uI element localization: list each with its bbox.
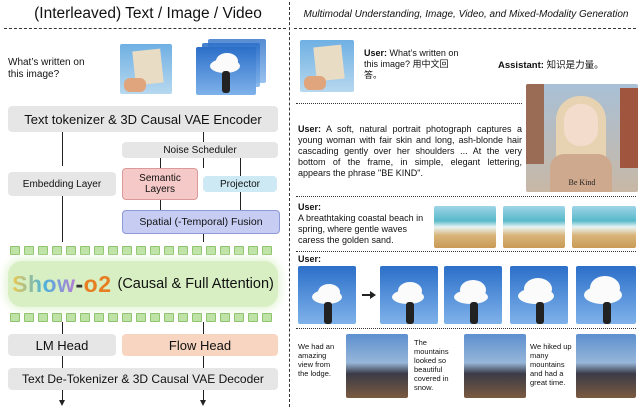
story-text-1: We had an amazing view from the lodge. bbox=[298, 342, 335, 378]
video-output-frame bbox=[510, 266, 568, 324]
beach-prompt: User: A breathtaking coastal beach in sp… bbox=[298, 202, 432, 246]
model-attention-text: (Causal & Full Attention) bbox=[117, 276, 274, 292]
model-name-o2: o2 bbox=[83, 270, 112, 297]
video-output-frame bbox=[380, 266, 438, 324]
generated-beach-image bbox=[434, 206, 496, 248]
left-title-divider bbox=[4, 28, 286, 29]
input-image-note bbox=[120, 44, 172, 94]
story-image-3 bbox=[576, 334, 636, 398]
portrait-prompt: User: A soft, natural portrait photograp… bbox=[298, 124, 522, 178]
fusion-box: Spatial (-Temporal) Fusion bbox=[122, 210, 280, 234]
noise-scheduler-box: Noise Scheduler bbox=[122, 142, 278, 158]
user-label: User: bbox=[298, 202, 322, 212]
story-image-2 bbox=[464, 334, 526, 398]
projector-box: Projector bbox=[203, 176, 277, 192]
story-text-2: The mountains looked so beautiful covere… bbox=[414, 338, 449, 392]
story-text-3: We hiked up many mountains and had a gre… bbox=[530, 342, 572, 387]
assistant-answer: Assistant: 知识是力量。 bbox=[498, 60, 604, 71]
portrait-caption: Be Kind bbox=[568, 178, 596, 187]
generated-portrait-image: Be Kind bbox=[526, 84, 638, 192]
left-title: (Interleaved) Text / Image / Video bbox=[34, 5, 262, 22]
arrow-icon bbox=[362, 294, 372, 296]
decoder-box: Text De-Tokenizer & 3D Causal VAE Decode… bbox=[8, 368, 278, 390]
embedding-layer-box: Embedding Layer bbox=[8, 172, 116, 196]
model-name-show: Show bbox=[12, 270, 76, 297]
encoder-box: Text tokenizer & 3D Causal VAE Encoder bbox=[8, 106, 278, 132]
video-output-frame bbox=[444, 266, 502, 324]
generated-beach-image bbox=[572, 206, 636, 248]
flow-head-box: Flow Head bbox=[122, 334, 278, 356]
user-input-image bbox=[300, 40, 354, 92]
question-text: What’s written on this image? bbox=[8, 57, 85, 80]
video-prompt-label: User: bbox=[298, 254, 322, 264]
show-o2-model-box: Show-o2 (Causal & Full Attention) bbox=[8, 261, 278, 307]
model-name-dash: - bbox=[75, 270, 84, 297]
user-label: User: bbox=[298, 124, 322, 134]
panel-divider bbox=[289, 2, 290, 407]
user-question-1: User: What’s written on this image? 用中文回… bbox=[364, 48, 459, 80]
right-title: Multimodal Understanding, Image, Video, … bbox=[303, 9, 629, 20]
right-title-divider bbox=[294, 28, 636, 29]
user-label: User: bbox=[364, 48, 388, 58]
assistant-label: Assistant: bbox=[498, 60, 544, 71]
story-image-1 bbox=[346, 334, 408, 398]
lm-head-box: LM Head bbox=[8, 334, 116, 356]
video-output-frame bbox=[576, 266, 636, 324]
generated-beach-image bbox=[503, 206, 565, 248]
semantic-layers-box: Semantic Layers bbox=[122, 168, 198, 200]
video-input-frame bbox=[298, 266, 356, 324]
input-video-frame bbox=[196, 47, 256, 95]
arrow-head-icon bbox=[370, 291, 376, 299]
